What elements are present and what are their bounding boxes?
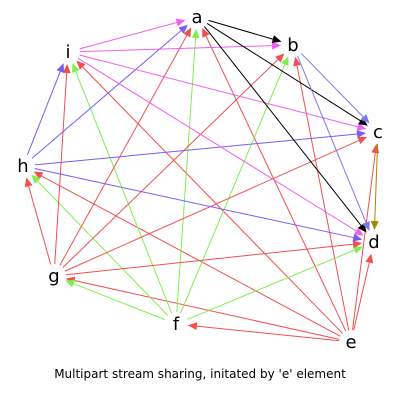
arrowhead-icon	[33, 171, 44, 180]
edge-c-d	[370, 143, 379, 231]
node-i: i	[65, 42, 70, 63]
arrowhead-icon	[354, 227, 364, 236]
arrowhead-icon	[72, 63, 80, 73]
arrowhead-icon	[352, 240, 363, 249]
arrowhead-icon	[202, 27, 210, 38]
edge-g-h	[24, 177, 52, 265]
node-a: a	[191, 7, 202, 28]
edges-layer	[24, 18, 380, 342]
node-e: e	[345, 332, 356, 353]
arrowhead-icon	[191, 28, 200, 39]
edge-a-b	[208, 19, 282, 43]
edge-a-d	[204, 26, 367, 233]
node-d: d	[368, 232, 379, 253]
arrowhead-icon	[31, 174, 41, 184]
arrowhead-icon	[175, 18, 186, 27]
edge-e-f	[187, 322, 340, 342]
edge-a-c	[206, 23, 368, 126]
arrowhead-icon	[362, 221, 370, 231]
arrowhead-icon	[356, 122, 367, 131]
arrowhead-icon	[24, 177, 33, 188]
edge-h-a	[31, 24, 188, 159]
arrowhead-icon	[65, 279, 76, 288]
edge-e-b	[293, 56, 350, 331]
node-g: g	[48, 266, 59, 287]
node-b: b	[287, 35, 298, 56]
arrowhead-icon	[178, 24, 188, 34]
edge-g-b	[62, 53, 285, 269]
arrowhead-icon	[358, 117, 368, 126]
edge-f-a	[176, 28, 200, 313]
arrowhead-icon	[56, 63, 65, 74]
edge-g-i	[54, 63, 71, 265]
edge-b-d	[297, 55, 370, 231]
arrowhead-icon	[271, 41, 282, 50]
arrowhead-icon	[371, 143, 380, 154]
edge-i-c	[79, 54, 367, 131]
arrowhead-icon	[356, 130, 367, 138]
arrowhead-icon	[187, 322, 198, 331]
diagram-caption: Multipart stream sharing, initated by 'e…	[54, 367, 346, 381]
arrowhead-icon	[76, 60, 86, 70]
arrowhead-icon	[353, 246, 363, 254]
edge-i-a	[79, 18, 186, 50]
edge-h-d	[34, 168, 363, 242]
edge-g-d	[65, 240, 363, 276]
arrowhead-icon	[275, 53, 285, 63]
edge-f-i	[72, 63, 173, 314]
edge-e-g	[65, 276, 340, 340]
arrowhead-icon	[293, 56, 301, 67]
arrowhead-icon	[281, 56, 289, 66]
arrowhead-icon	[360, 114, 370, 124]
nodes-layer: a b c d e f g h i	[17, 7, 383, 353]
edge-e-i	[76, 60, 343, 334]
node-h: h	[17, 156, 28, 177]
arrowhead-icon	[183, 27, 192, 38]
edge-e-a	[202, 27, 347, 332]
edge-e-d	[353, 253, 374, 331]
arrowhead-icon	[62, 63, 71, 74]
edge-f-d	[186, 246, 363, 320]
arrowhead-icon	[352, 233, 363, 242]
edge-g-c	[64, 136, 368, 272]
edge-g-a	[59, 27, 192, 266]
edge-i-d	[77, 57, 364, 236]
arrowhead-icon	[365, 253, 374, 264]
edge-h-i	[26, 63, 65, 156]
edge-f-g	[65, 279, 166, 321]
edge-e-h	[33, 171, 341, 337]
edge-h-c	[34, 130, 367, 166]
edge-i-b	[79, 41, 282, 53]
arrowhead-icon	[357, 136, 368, 145]
arrowhead-icon	[370, 220, 379, 231]
node-f: f	[173, 314, 180, 335]
edge-f-h	[31, 174, 169, 316]
edge-b-c	[301, 53, 370, 124]
node-c: c	[373, 122, 383, 143]
arrowhead-icon	[271, 35, 282, 43]
